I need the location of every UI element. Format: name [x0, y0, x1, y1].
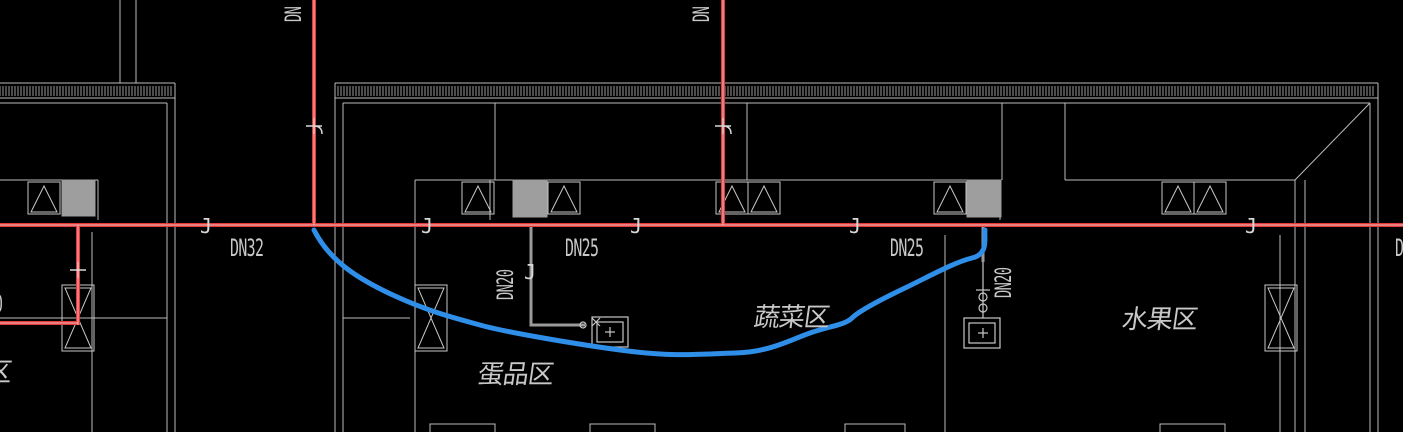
valve-icon [976, 262, 990, 318]
zone-label-vegetable: 蔬菜区 [751, 303, 832, 333]
pipe-size-label: 0 [0, 292, 3, 316]
fixture-symbol-icon [1264, 284, 1298, 352]
pipe-size-label: DN25 [565, 234, 599, 262]
sink-icon [591, 316, 629, 348]
fixture-symbol-icon [933, 181, 967, 215]
equipment-block [512, 179, 548, 218]
water-supply-pipes [0, 0, 1403, 325]
zone-label-fruit: 水果区 [1119, 305, 1200, 335]
fixtures [27, 179, 1298, 352]
pipe-size-label: DN [282, 6, 307, 23]
pipe-size-label: DN25 [890, 234, 924, 262]
fixture-symbol-icon [715, 181, 781, 215]
valve-icon [579, 317, 601, 329]
pipe-marker: J [630, 214, 642, 238]
equipment-block [61, 179, 96, 217]
pipe-size-label: D [1395, 234, 1403, 262]
sink-icon [963, 317, 1001, 349]
pipe-marker: J [524, 260, 536, 284]
fixture-symbol-icon [547, 181, 581, 215]
pipe-size-label: DN20 [992, 267, 1017, 298]
pipe-marker: J [421, 214, 433, 238]
fixture-symbol-icon [27, 181, 61, 215]
annotation-curve [311, 227, 988, 358]
pipe-marker: J [200, 214, 212, 238]
pipe-marker: J [849, 214, 861, 238]
fixture-symbol-icon [1161, 181, 1227, 215]
pipe-size-label: DN [690, 6, 715, 23]
fixture-symbol-icon [414, 284, 448, 352]
equipment-block [966, 179, 1002, 218]
zone-label-egg: 蛋品区 [475, 360, 556, 390]
pipe-size-label: DN20 [494, 269, 519, 300]
fixture-symbol-icon [461, 181, 495, 215]
pipe-size-label: DN32 [230, 234, 264, 262]
pipe-marker: J [1245, 214, 1257, 238]
wall-hatching [0, 86, 1374, 96]
